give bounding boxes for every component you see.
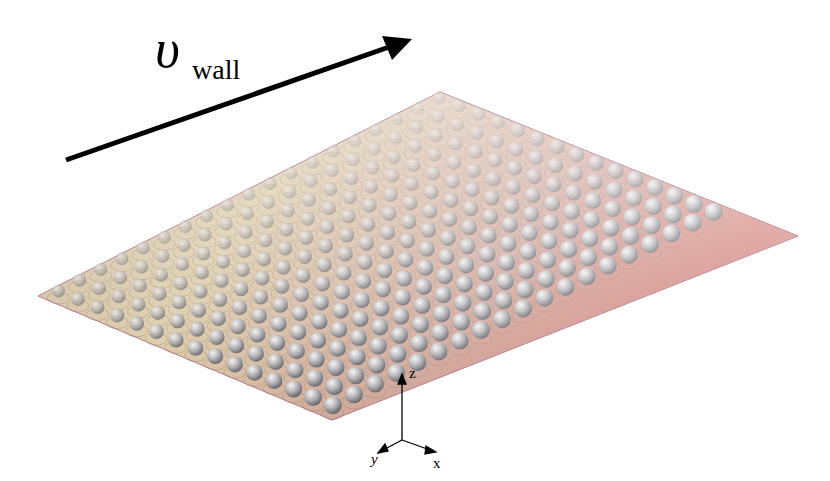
arrow-head — [382, 36, 412, 60]
axis-label: y — [371, 452, 378, 467]
velocity-arrow — [66, 46, 392, 160]
depth-fade — [38, 92, 798, 420]
axes-triad — [378, 374, 436, 454]
wavy-wall-sheet — [38, 92, 798, 420]
velocity-label: wall — [192, 56, 240, 84]
axis-label: x — [433, 456, 441, 471]
axis-label: z — [409, 366, 416, 381]
velocity-label: υ — [155, 22, 180, 76]
